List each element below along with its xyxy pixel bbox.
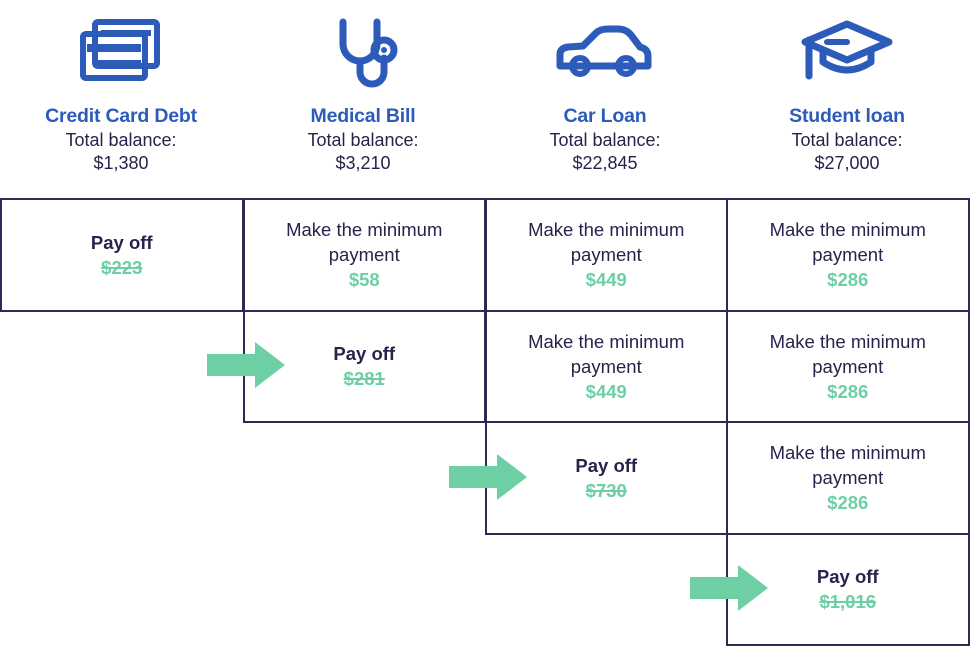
- cell-amount: $281: [343, 368, 385, 390]
- cell-amount: $730: [585, 479, 627, 501]
- matrix-cell: Pay off $223: [0, 198, 244, 312]
- column-header-medical-bill: Medical Bill Total balance: $3,210: [242, 0, 484, 198]
- cell-action-minimum-payment: Make the minimum payment: [769, 442, 926, 489]
- cell-action-minimum-payment: Make the minimum payment: [528, 219, 685, 266]
- balance-label: Total balance:: [549, 130, 661, 150]
- balance-label: Total balance:: [307, 130, 419, 150]
- cell-action-pay-off: Pay off: [333, 343, 396, 365]
- cell-action-minimum-payment: Make the minimum payment: [286, 219, 443, 266]
- payoff-arrow-icon: [690, 565, 768, 612]
- payoff-arrow-icon: [206, 342, 285, 389]
- cell-action-minimum-payment: Make the minimum payment: [769, 219, 926, 266]
- debt-title: Medical Bill: [310, 105, 416, 127]
- balance-label: Total balance:: [791, 130, 903, 150]
- balance-amount: $27,000: [814, 153, 880, 173]
- payoff-arrow-icon: [448, 453, 527, 500]
- matrix-cell: Make the minimum payment $449: [484, 198, 728, 312]
- credit-cards-icon: [73, 4, 169, 100]
- cell-amount: $223: [101, 256, 143, 278]
- car-icon: [550, 4, 660, 100]
- cell-amount: $286: [827, 380, 869, 402]
- cell-action-minimum-payment: Make the minimum payment: [528, 330, 685, 377]
- column-header-student-loan: Student loan Total balance: $27,000: [726, 0, 968, 198]
- debt-column-headers: Credit Card Debt Total balance: $1,380 M…: [0, 0, 970, 198]
- cell-action-pay-off: Pay off: [90, 231, 153, 253]
- graduation-cap-icon: [797, 4, 897, 100]
- cell-amount: $286: [827, 269, 869, 291]
- debt-title: Student loan: [789, 105, 905, 127]
- debt-title: Car Loan: [563, 105, 647, 127]
- debt-title: Credit Card Debt: [45, 105, 197, 127]
- column-header-credit-card-debt: Credit Card Debt Total balance: $1,380: [0, 0, 242, 198]
- cell-action-minimum-payment: Make the minimum payment: [769, 330, 926, 377]
- cell-amount: $1,016: [819, 591, 877, 613]
- cell-amount: $449: [585, 380, 627, 402]
- balance-amount: $22,845: [572, 153, 638, 173]
- cell-amount: $286: [827, 492, 869, 514]
- matrix-cell: Make the minimum payment $286: [726, 421, 970, 535]
- cell-action-pay-off: Pay off: [575, 454, 638, 476]
- cell-action-pay-off: Pay off: [816, 566, 879, 588]
- balance-amount: $1,380: [93, 153, 149, 173]
- balance-amount: $3,210: [335, 153, 391, 173]
- stethoscope-icon: [315, 4, 411, 100]
- balance-label: Total balance:: [65, 130, 177, 150]
- matrix-cell: Make the minimum payment $58: [242, 198, 486, 312]
- matrix-cell: Make the minimum payment $286: [726, 198, 970, 312]
- matrix-cell: Make the minimum payment $286: [726, 309, 970, 423]
- cell-amount: $449: [585, 269, 627, 291]
- matrix-cell: Make the minimum payment $449: [484, 309, 728, 423]
- cell-amount: $58: [348, 269, 380, 291]
- column-header-car-loan: Car Loan Total balance: $22,845: [484, 0, 726, 198]
